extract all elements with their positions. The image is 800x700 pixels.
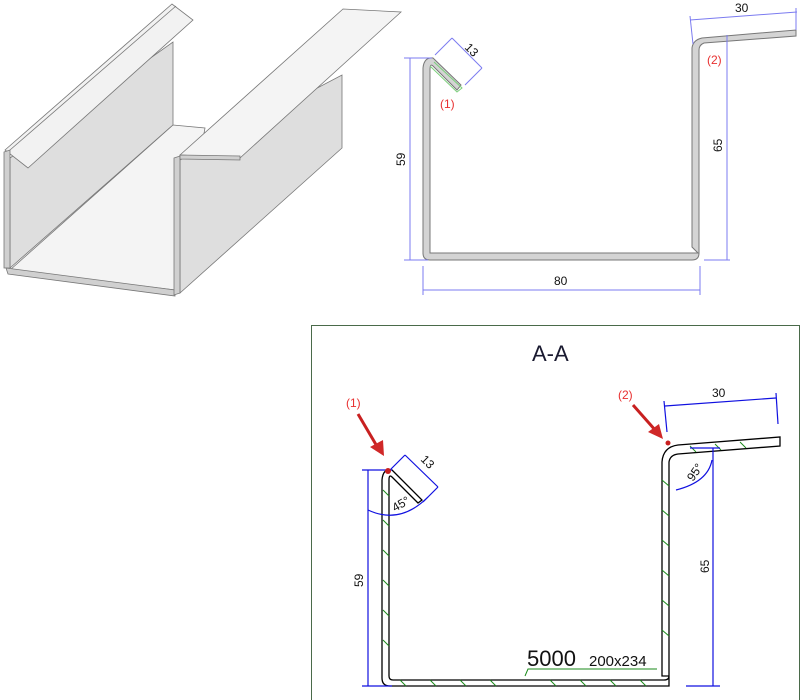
leader-line xyxy=(524,668,657,677)
marker-1: (1) xyxy=(440,97,455,111)
section-dim-30: 30 xyxy=(712,386,726,400)
section-marker-1: (1) xyxy=(346,396,361,410)
arrow-1-icon xyxy=(356,413,384,456)
section-shape xyxy=(381,436,781,687)
arrow-2-icon xyxy=(631,404,663,439)
section-dim-95: 95° xyxy=(684,461,706,484)
section-length: 5000 xyxy=(527,646,576,671)
section-size: 200x234 xyxy=(589,653,647,670)
right-flange-edge xyxy=(179,154,241,161)
hatching xyxy=(382,441,747,687)
section-marker-2: (2) xyxy=(618,388,633,402)
point-1 xyxy=(385,468,391,474)
dim-30: 30 xyxy=(735,1,749,15)
section-dimension-lines xyxy=(362,392,779,687)
profile-shape xyxy=(422,29,797,261)
section-title: A-A xyxy=(532,341,569,366)
iso-view xyxy=(3,3,402,297)
dim-13: 13 xyxy=(462,40,482,60)
hem-highlight xyxy=(429,61,463,93)
section-dim-65: 65 xyxy=(698,559,712,573)
marker-2: (2) xyxy=(707,53,722,67)
section-view: A-A 13 45° 95° 59 65 30 (1) (2) xyxy=(311,325,800,700)
profile-view: 13 59 80 65 30 (1) (2) xyxy=(394,1,798,295)
bottom-front-edge xyxy=(5,267,176,297)
dim-65: 65 xyxy=(711,138,725,152)
hem-face xyxy=(4,3,194,169)
left-web-edge xyxy=(3,149,11,269)
dim-80: 80 xyxy=(554,274,568,288)
right-web-edge xyxy=(173,155,181,296)
dim-59: 59 xyxy=(394,152,408,166)
hem-fold-line xyxy=(9,5,177,151)
point-2 xyxy=(665,440,671,446)
profile-dimension-lines xyxy=(404,8,798,295)
section-dim-13: 13 xyxy=(418,452,438,472)
section-dim-59: 59 xyxy=(352,573,366,587)
